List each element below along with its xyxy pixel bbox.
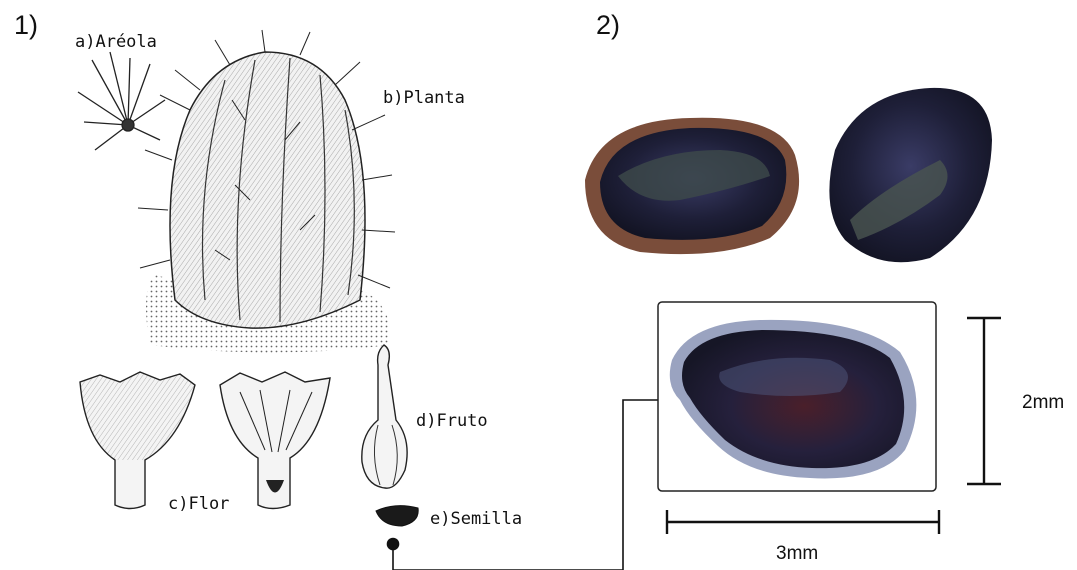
planta-drawing: [138, 30, 395, 353]
flor-drawing: [80, 372, 330, 509]
scale-bar-height: [967, 318, 1001, 484]
fruto-drawing: [362, 345, 407, 488]
connector-line: [388, 400, 659, 570]
areola-drawing: [78, 52, 165, 150]
scale-bar-width: [667, 510, 939, 534]
semilla-drawing: [376, 506, 418, 526]
seed-photo-frame: [658, 302, 936, 491]
seed-photo-2: [829, 88, 992, 262]
seed-photo-1: [585, 118, 799, 254]
